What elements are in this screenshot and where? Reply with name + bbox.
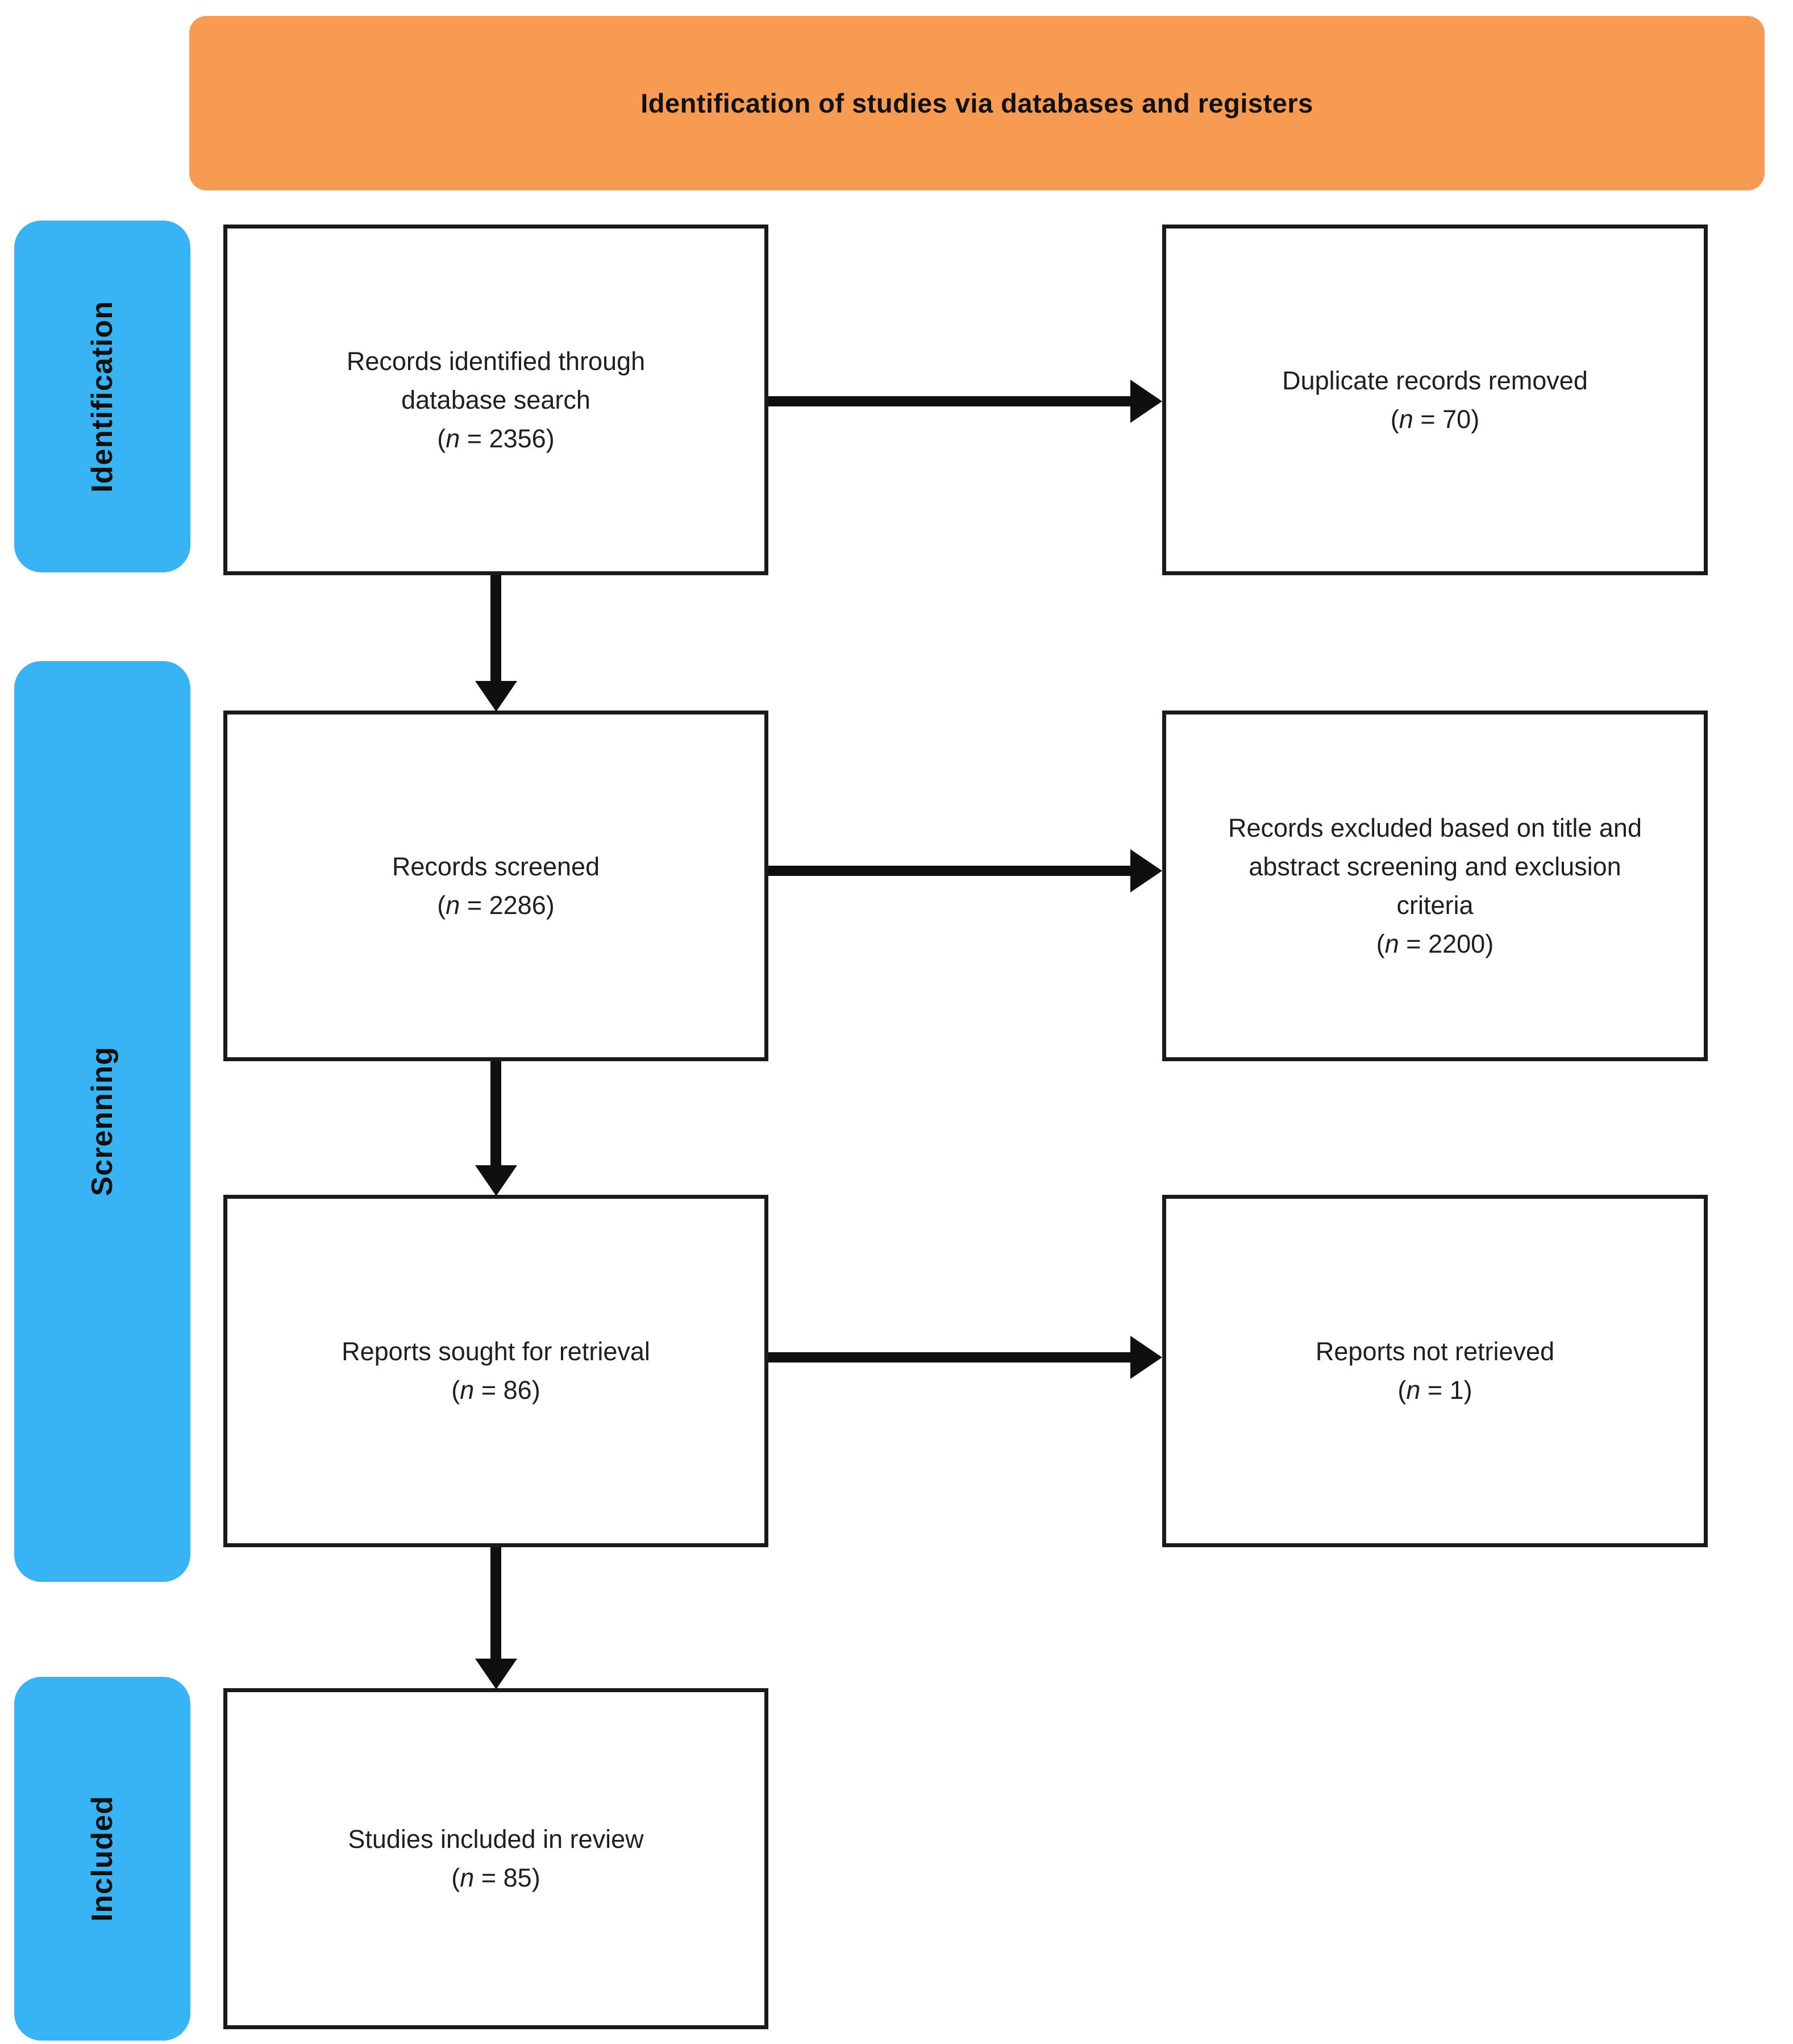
- count-value: 2286: [489, 890, 546, 920]
- arrow-screened-to-sought-line: [490, 1061, 501, 1165]
- count-value: 1: [1449, 1376, 1464, 1405]
- count-value: 2356: [489, 423, 546, 453]
- box-text-line: Records excluded based on title and: [1228, 813, 1642, 842]
- arrow-screened-to-excluded-head-icon: [1130, 849, 1162, 892]
- box-studies-included: Studies included in review (n = 85): [223, 1688, 768, 2029]
- box-records-excluded: Records excluded based on title and abst…: [1162, 711, 1708, 1061]
- n-symbol: n: [460, 1376, 475, 1405]
- box-count: (n = 2286): [437, 890, 555, 920]
- box-text-line: Records identified through: [346, 346, 646, 376]
- box-studies-included-text: Studies included in review (n = 85): [331, 1820, 660, 1897]
- box-count: (n = 2356): [437, 423, 555, 453]
- count-value: 85: [503, 1863, 532, 1892]
- stage-included: Included: [14, 1677, 190, 2041]
- arrow-sought-to-included-line: [490, 1547, 501, 1659]
- box-text-line: criteria: [1396, 890, 1474, 920]
- n-symbol: n: [446, 890, 460, 920]
- n-symbol: n: [1384, 929, 1399, 958]
- count-value: 2200: [1428, 929, 1486, 958]
- box-count: (n = 85): [451, 1863, 540, 1892]
- stage-identification-label: Identification: [86, 300, 119, 493]
- box-count: (n = 1): [1397, 1376, 1472, 1405]
- box-count: (n = 86): [451, 1376, 540, 1405]
- arrow-sought-to-notretrieved-line: [768, 1352, 1130, 1362]
- box-reports-sought: Reports sought for retrieval (n = 86): [223, 1195, 768, 1547]
- count-value: 70: [1442, 404, 1471, 434]
- box-count: (n = 2200): [1376, 929, 1494, 958]
- arrow-identified-to-screened-head-icon: [475, 681, 517, 712]
- box-count: (n = 70): [1390, 404, 1480, 434]
- box-reports-not-retrieved: Reports not retrieved (n = 1): [1162, 1195, 1708, 1547]
- n-symbol: n: [460, 1863, 475, 1892]
- stage-screening-label: Screnning: [86, 1046, 119, 1197]
- box-records-excluded-text: Records excluded based on title and abst…: [1211, 809, 1659, 963]
- diagram-title: Identification of studies via databases …: [640, 88, 1313, 118]
- box-duplicate-records-removed: Duplicate records removed (n = 70): [1162, 225, 1708, 575]
- box-reports-not-retrieved-text: Reports not retrieved (n = 1): [1299, 1332, 1571, 1410]
- header-banner: Identification of studies via databases …: [189, 16, 1765, 190]
- stage-screening: Screnning: [14, 661, 190, 1582]
- arrow-sought-to-included-head-icon: [475, 1659, 517, 1689]
- box-reports-sought-text: Reports sought for retrieval (n = 86): [325, 1332, 667, 1410]
- arrow-screened-to-excluded-line: [768, 866, 1130, 876]
- box-duplicate-records-removed-text: Duplicate records removed (n = 70): [1265, 362, 1605, 439]
- stage-included-label: Included: [86, 1796, 119, 1922]
- count-value: 86: [503, 1376, 532, 1405]
- n-symbol: n: [1399, 404, 1413, 434]
- stage-identification: Identification: [14, 221, 190, 572]
- arrow-identified-to-screened-line: [490, 575, 501, 681]
- box-text-line: Duplicate records removed: [1282, 365, 1588, 395]
- box-text-line: Records screened: [392, 851, 600, 881]
- arrow-identified-to-duplicates-line: [768, 396, 1130, 406]
- box-text-line: database search: [401, 385, 590, 414]
- n-symbol: n: [446, 423, 460, 453]
- box-text-line: Studies included in review: [348, 1825, 644, 1854]
- arrow-screened-to-sought-head-icon: [475, 1165, 517, 1196]
- box-records-screened-text: Records screened (n = 2286): [375, 847, 617, 925]
- box-records-identified: Records identified through database sear…: [223, 225, 768, 575]
- box-records-identified-text: Records identified through database sear…: [330, 342, 662, 458]
- n-symbol: n: [1406, 1376, 1421, 1405]
- box-text-line: abstract screening and exclusion: [1249, 851, 1621, 881]
- arrow-identified-to-duplicates-head-icon: [1130, 380, 1162, 423]
- box-records-screened: Records screened (n = 2286): [223, 711, 768, 1061]
- box-text-line: Reports sought for retrieval: [342, 1337, 650, 1366]
- arrow-sought-to-notretrieved-head-icon: [1130, 1336, 1162, 1379]
- box-text-line: Reports not retrieved: [1315, 1337, 1555, 1366]
